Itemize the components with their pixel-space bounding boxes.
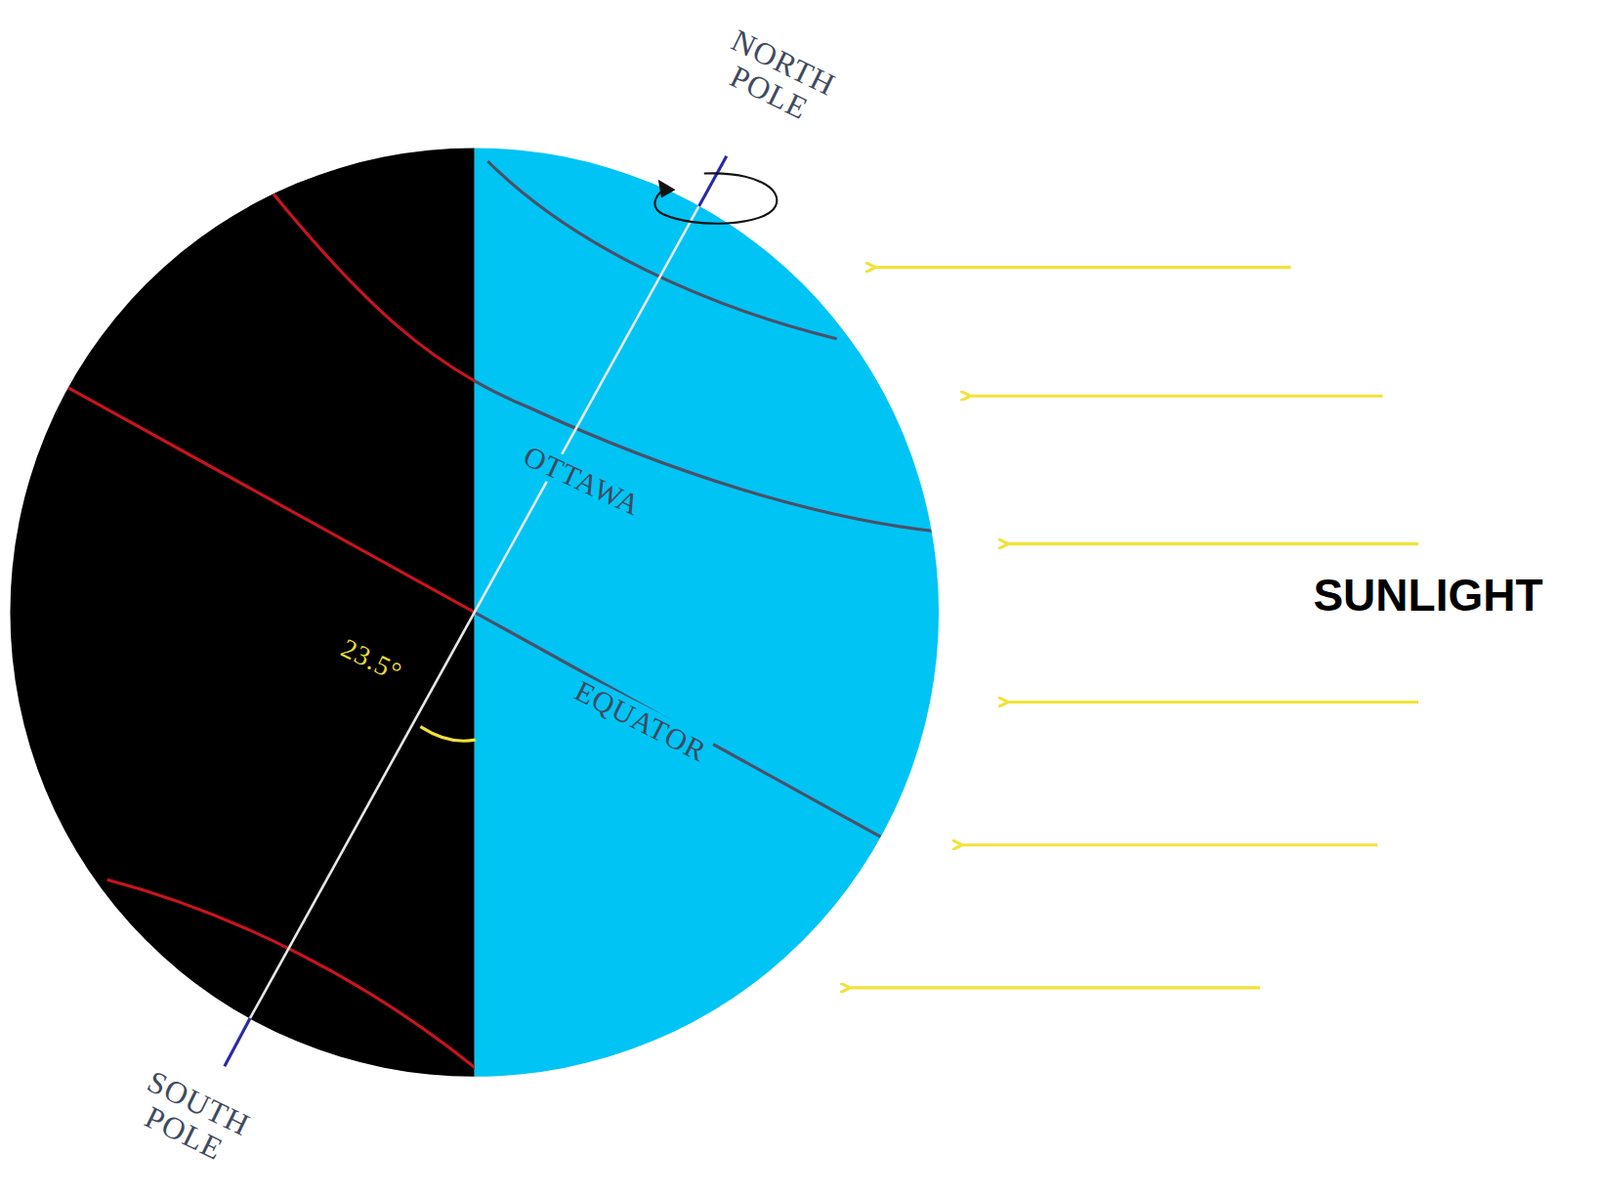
southern-latitude — [107, 879, 475, 1071]
equator-line — [474, 387, 882, 838]
rotation-arrowhead — [658, 179, 676, 199]
sun-ray — [1007, 700, 1419, 704]
tilt-angle-arc — [420, 726, 475, 742]
sun-ray — [968, 394, 1383, 398]
axis-south — [224, 1017, 251, 1066]
sun-ray — [874, 265, 1291, 269]
globe — [0, 0, 1088, 1197]
pole-label: SOUTH POLE — [127, 1064, 255, 1172]
pole-label: NORTH POLE — [712, 24, 841, 132]
sun-rays — [848, 267, 1419, 988]
sun-ray — [848, 985, 1261, 989]
night-side — [0, 0, 475, 1197]
sun-ray — [1007, 542, 1419, 546]
equator-line — [68, 387, 475, 838]
rotation-arrow — [654, 172, 777, 223]
sun-ray — [961, 842, 1378, 846]
day-side — [474, 0, 1088, 1197]
axis — [250, 206, 700, 1018]
axis-north — [699, 156, 727, 207]
sunlight-label: SUNLIGHT — [1312, 571, 1543, 619]
ottawa-latitude — [273, 193, 475, 533]
arctic-latitude — [487, 161, 837, 339]
day-latitudes — [474, 161, 950, 837]
night-latitudes — [68, 193, 475, 1071]
